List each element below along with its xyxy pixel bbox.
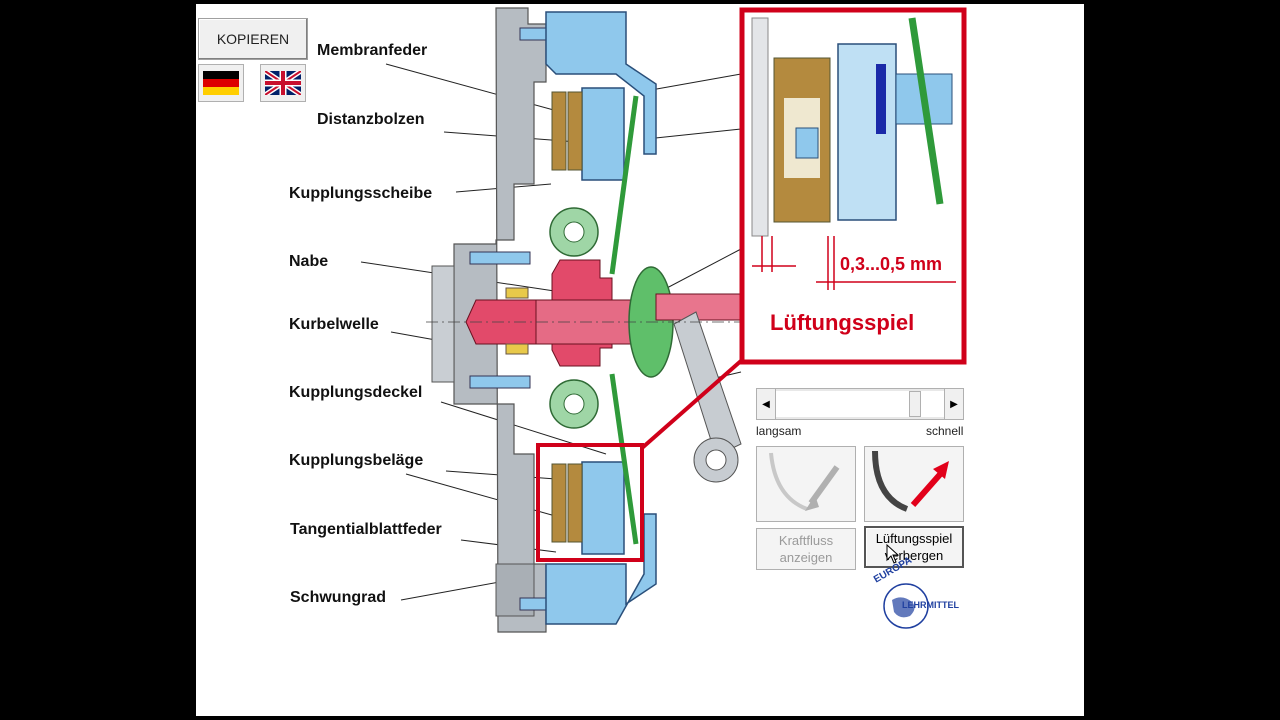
clearance-arrow-icon — [872, 450, 949, 512]
mouse-cursor-icon — [886, 544, 900, 564]
language-german-button[interactable] — [198, 64, 244, 102]
diaphragm-spring — [609, 95, 639, 545]
detail-connector — [640, 358, 744, 450]
release-fork — [673, 311, 742, 457]
clearance-icon-button[interactable] — [864, 446, 964, 522]
power-flow-arrow-icon — [769, 452, 840, 511]
clearance-value: 0,3...0,5 mm — [840, 254, 943, 274]
hide-clearance-button[interactable]: Lüftungsspiel verbergen — [864, 526, 964, 568]
slider-track[interactable] — [776, 391, 944, 417]
language-english-button[interactable] — [260, 64, 306, 102]
slider-right-arrow-icon[interactable]: ▶ — [944, 389, 963, 419]
power-flow-line1: Kraftfluss — [778, 533, 834, 548]
label-kurbelwelle: Kurbelwelle — [289, 316, 379, 333]
slider-thumb[interactable] — [909, 391, 921, 417]
power-flow-line2: anzeigen — [779, 550, 833, 565]
clearance-line1: Lüftungsspiel — [875, 531, 953, 546]
logo-text-lehrmittel: LEHRMITTEL — [902, 600, 959, 610]
label-kupplungsbelaege: Kupplungsbeläge — [289, 452, 424, 469]
copy-button[interactable]: KOPIEREN — [198, 18, 308, 60]
label-kupplungsdeckel: Kupplungsdeckel — [289, 384, 423, 401]
show-power-flow-button[interactable]: Kraftfluss anzeigen — [756, 528, 856, 570]
application-window: KOPIEREN Membranfeder Distanzbolzen Kupp… — [196, 4, 1084, 716]
label-tangentialblattfeder: Tangentialblattfeder — [290, 521, 442, 538]
label-distanzbolzen: Distanzbolzen — [317, 111, 425, 128]
power-flow-icon-button[interactable] — [756, 446, 856, 522]
globe-logo-icon — [883, 583, 929, 629]
speed-fast-label: schnell — [926, 424, 964, 438]
europa-lehrmittel-logo: EUROPA LEHRMITTEL — [872, 555, 968, 634]
speed-slow-label: langsam — [756, 424, 802, 438]
label-kupplungsscheibe: Kupplungsscheibe — [289, 185, 433, 202]
clutch-diagram — [360, 7, 967, 633]
label-membranfeder: Membranfeder — [317, 42, 428, 59]
detail-title: Lüftungsspiel — [770, 310, 915, 335]
speed-slider[interactable]: ◀ ▶ — [756, 388, 964, 420]
label-nabe: Nabe — [289, 253, 329, 270]
slider-left-arrow-icon[interactable]: ◀ — [757, 389, 776, 419]
clutch-linings — [551, 91, 583, 543]
label-schwungrad: Schwungrad — [290, 589, 387, 606]
de-flag-icon — [203, 71, 239, 95]
clutch-cover — [545, 11, 657, 625]
uk-flag-icon — [265, 71, 301, 95]
detail-inset — [739, 7, 967, 365]
input-shaft — [655, 293, 743, 321]
detail-marker-box — [536, 443, 644, 562]
clearance-line2: verbergen — [884, 548, 944, 563]
